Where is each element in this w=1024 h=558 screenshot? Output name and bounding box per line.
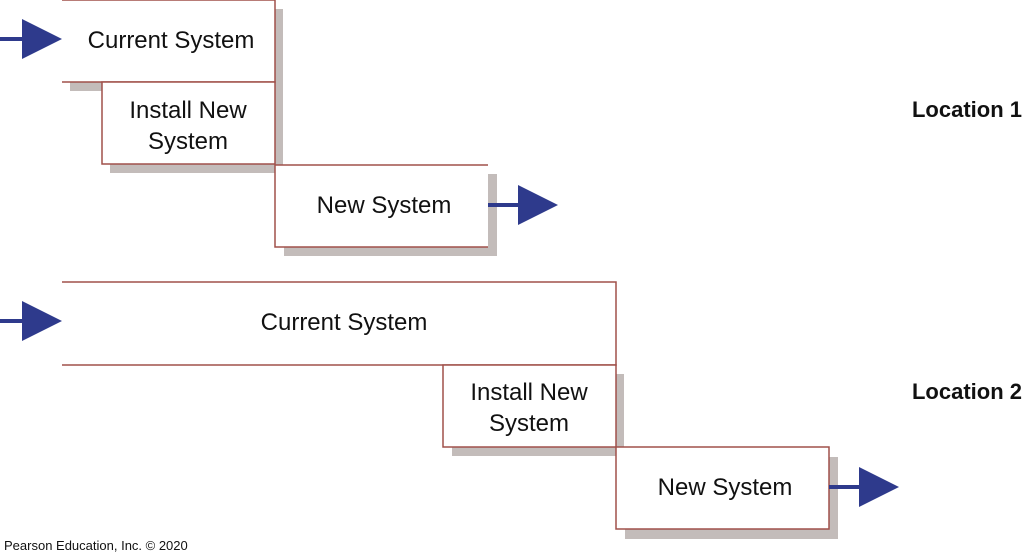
loc2-install-label-line2: System: [489, 410, 569, 437]
loc1-new-system-box: [274, 164, 488, 248]
loc2-current-system-label: Current System: [261, 309, 428, 336]
loc2-install-box: [442, 364, 617, 448]
copyright-notice: Pearson Education, Inc. © 2020: [4, 538, 188, 553]
loc2-current-system-box: [62, 281, 617, 366]
loc2-new-system-label: New System: [658, 474, 793, 501]
location2-label: Location 2: [912, 379, 1022, 404]
location1-group: Current System Install New System New Sy…: [0, 0, 1022, 256]
location2-group: Current System Install New System New Sy…: [0, 281, 1022, 539]
loc1-new-system-label: New System: [317, 192, 452, 219]
loc1-install-box: [101, 81, 276, 165]
loc1-current-system-label: Current System: [88, 27, 255, 54]
loc2-install-label-line1: Install New: [470, 379, 588, 406]
loc1-install-label-line1: Install New: [129, 97, 247, 124]
loc1-install-label-line2: System: [148, 128, 228, 155]
location1-label: Location 1: [912, 97, 1022, 122]
